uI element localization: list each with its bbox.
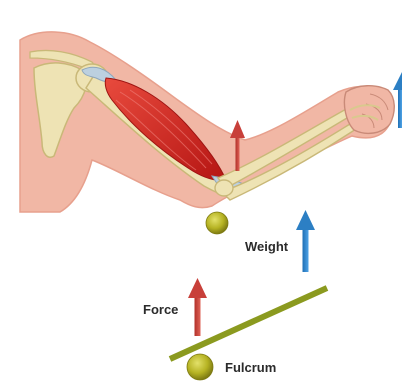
- fulcrum-ball: [187, 354, 213, 380]
- weight-label: Weight: [245, 239, 288, 254]
- weight-arrow: [296, 210, 315, 272]
- arm-illustration: [20, 32, 394, 212]
- fulcrum-label: Fulcrum: [225, 360, 276, 375]
- elbow-fulcrum-ball: [206, 212, 228, 234]
- lever-bar: [170, 288, 327, 359]
- hand-weight-arrow: [393, 72, 402, 128]
- force-label: Force: [143, 302, 178, 317]
- force-arrow: [188, 278, 207, 336]
- elbow-joint: [215, 180, 233, 196]
